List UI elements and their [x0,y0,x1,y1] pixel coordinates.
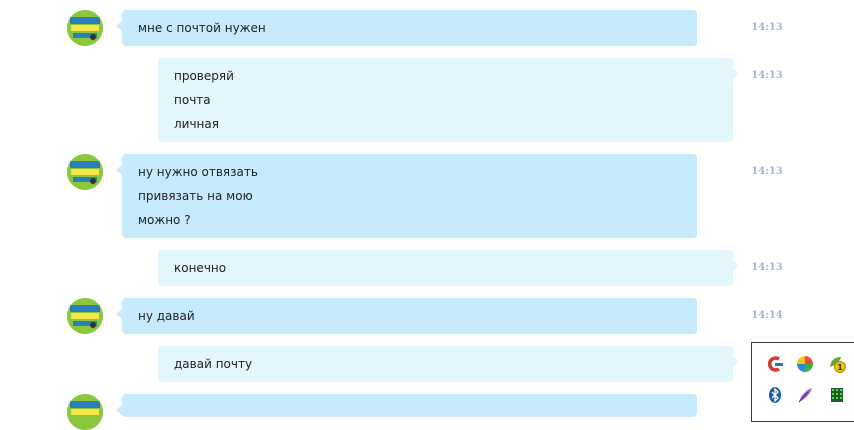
message-time: 14:13 [751,22,783,33]
message-time: 14:13 [751,262,783,273]
message-text: проверяй [174,69,234,83]
grid-app-icon[interactable] [828,386,846,404]
message-bubble-outgoing: проверяй почта личная [158,58,739,142]
avatar[interactable] [67,298,103,334]
badge-count: 1 [837,363,843,372]
message-time: 14:13 [751,166,783,177]
message-time: 14:13 [751,70,783,81]
message-text: мне с почтой нужен [138,21,266,35]
message-text: конечно [174,261,227,275]
message-text: давай почту [174,357,253,371]
avatar[interactable] [67,394,103,430]
message-text: ну давай [138,309,195,323]
bluetooth-icon[interactable] [766,386,784,404]
avatar[interactable] [67,154,103,190]
avatar[interactable] [67,10,103,46]
message-text: ну нужно отвязать [138,165,258,179]
message-bubble-outgoing: конечно [158,250,739,286]
pinwheel-icon[interactable] [796,355,814,373]
message-bubble-incoming: мне с почтой нужен [116,10,697,46]
ccleaner-icon[interactable] [766,355,784,373]
system-tray-overflow: 1 [751,342,854,422]
message-bubble-incoming: ну давай [116,298,697,334]
feather-icon[interactable] [796,386,814,404]
message-bubble-outgoing: давай почту [158,346,739,382]
notification-badge-icon[interactable]: 1 [828,355,846,373]
message-bubble-incoming [116,394,697,417]
message-text: почта [174,93,211,107]
message-text: можно ? [138,213,191,227]
message-text: привязать на мою [138,189,253,203]
message-bubble-incoming: ну нужно отвязать привязать на мою можно… [116,154,697,238]
message-time: 14:14 [751,310,783,321]
message-text: личная [174,117,219,131]
